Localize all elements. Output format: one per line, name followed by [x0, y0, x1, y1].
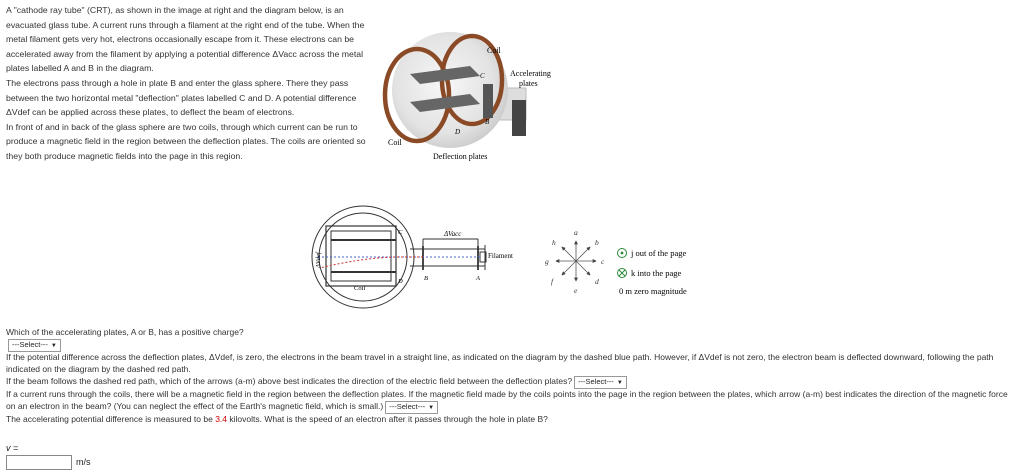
label-d-top: D: [454, 128, 460, 136]
schematic-coil-inner: [330, 230, 392, 282]
vdef-label: ΔVdef: [315, 251, 322, 269]
speed-label: v =: [6, 443, 19, 453]
arrow-f: [561, 260, 577, 276]
chevron-down-icon: ▼: [50, 342, 57, 349]
legend-j: j out of the page: [630, 248, 686, 258]
accelerating-voltage-value: 3.4: [215, 413, 228, 424]
compass-label-g: g: [545, 257, 549, 266]
speed-input[interactable]: [6, 455, 72, 470]
compass-label-f: f: [551, 277, 554, 286]
label-b-top: B: [485, 118, 490, 126]
question-2: If the beam follows the dashed red path,…: [6, 375, 573, 386]
direction-legend: j out of the page k into the page 0 m ze…: [617, 248, 687, 296]
magnetic-force-select[interactable]: ---Select---▼: [385, 400, 439, 414]
intro-paragraph-2: The electrons pass through a hole in pla…: [6, 77, 357, 118]
compass-label-c: c: [601, 257, 605, 266]
coil-left-label: Coil: [388, 138, 403, 147]
compass-label-e: e: [574, 286, 578, 295]
accel-plate-b: [483, 84, 493, 118]
speed-unit: m/s: [76, 456, 91, 467]
schematic-label-d: D: [397, 278, 403, 285]
compass-label-b: b: [595, 238, 599, 247]
intro-paragraph-3: In front of and in back of the glass sph…: [6, 121, 366, 161]
deflection-plate-c: [410, 66, 480, 84]
crt-illustration: Coil Coil Accelerating plates Deflection…: [382, 32, 551, 161]
figures: Coil Coil Accelerating plates Deflection…: [311, 32, 687, 309]
filament-label: Filament: [488, 252, 513, 260]
compass-label-a: a: [574, 228, 578, 237]
questions: Which of the accelerating plates, A or B…: [6, 327, 1018, 426]
accel-plate-a: [512, 100, 526, 136]
coil-left-ring: [382, 46, 452, 144]
chevron-down-icon: ▼: [428, 404, 435, 411]
charge-select[interactable]: ---Select---▼: [8, 338, 61, 352]
intro-text: A "cathode ray tube" (CRT), as shown in …: [6, 3, 378, 164]
intro-paragraph-1: A "cathode ray tube" (CRT), as shown in …: [6, 5, 365, 74]
coil-top-label: Coil: [487, 46, 502, 55]
into-page-icon: [617, 268, 627, 278]
compass-label-d: d: [595, 277, 599, 286]
schematic-label-c: C: [398, 229, 403, 236]
legend-m: 0 m zero magnitude: [619, 286, 687, 296]
question-4-pre: The accelerating potential difference is…: [6, 413, 213, 424]
arrow-h: [561, 246, 577, 262]
crt-schematic: ΔVacc ΔVdef Filament Coil C D B A: [311, 205, 513, 309]
schematic-label-a: A: [475, 275, 480, 282]
question-4-post: kilovolts. What is the speed of an elect…: [229, 413, 548, 424]
schematic-label-b: B: [424, 275, 428, 282]
compass-label-h: h: [552, 238, 556, 247]
legend-k: k into the page: [631, 268, 682, 278]
chevron-down-icon: ▼: [616, 379, 623, 386]
accelerating-label-1: Accelerating: [510, 69, 551, 78]
speed-answer-row: m/s: [6, 455, 91, 470]
vacc-label: ΔVacc: [443, 230, 462, 238]
question-3: If a current runs through the coils, the…: [6, 388, 1008, 411]
question-1: Which of the accelerating plates, A or B…: [6, 327, 244, 337]
schematic-coil-outer: [325, 225, 397, 287]
accelerating-label-2: plates: [519, 79, 538, 88]
beam-path-red: [319, 256, 423, 269]
electric-field-select[interactable]: ---Select---▼: [574, 375, 627, 389]
deflection-plates-label: Deflection plates: [433, 152, 487, 161]
deflection-plate-d: [410, 94, 480, 112]
arrow-d: [575, 260, 591, 276]
direction-compass: [555, 240, 597, 282]
label-c-top: C: [480, 72, 485, 80]
question-2-intro: If the potential difference across the d…: [6, 351, 994, 374]
arrow-b: [575, 246, 591, 262]
out-of-page-icon: [617, 248, 627, 258]
schematic-coil-label: Coil: [354, 285, 365, 292]
